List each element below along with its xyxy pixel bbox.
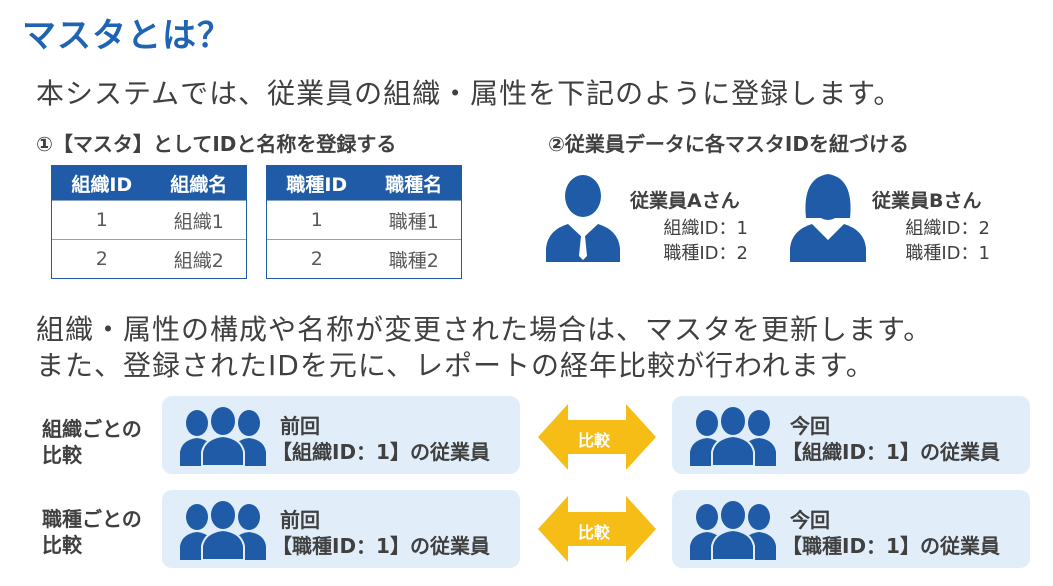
group-icon [180,406,266,466]
table-cell: 2 [267,239,367,278]
table-row: 2 組織2 [52,239,246,278]
table-row: 2 職種2 [267,239,461,278]
page-title: マスタとは？ [22,16,232,56]
current-panel: 今回 【組織ID：1】の従業員 [672,396,1030,474]
body-line: 組織・属性の構成や名称が変更された場合は、マスタを更新します。 [36,313,933,346]
panel-subtitle: 【組織ID：1】の従業員 [782,440,1000,464]
table-header-row: 組織ID 組織名 [52,166,246,201]
panel-subtitle: 【組織ID：1】の従業員 [272,440,490,464]
table-cell: 組織1 [151,200,246,240]
column-header: 職種ID [267,166,367,201]
label-line: 組織ごとの [42,417,142,441]
table-cell: 2 [52,239,152,278]
org-master-table: 組織ID 組織名 1 組織1 2 組織2 [51,165,247,279]
step1-heading: ①【マスタ】としてIDと名称を登録する [36,132,397,156]
employee-job-id: 職種ID：2 [663,243,748,264]
panel-title: 今回 [790,508,830,532]
current-panel: 今回 【職種ID：1】の従業員 [672,490,1030,568]
panel-title: 今回 [790,414,830,438]
arrow-label: 比較 [578,431,611,450]
double-arrow-icon [538,404,656,470]
body-text: 組織・属性の構成や名称が変更された場合は、マスタを更新します。 また、登録された… [36,312,932,384]
comparison-row-label: 組織ごとの 比較 [42,416,142,468]
table-header-row: 職種ID 職種名 [267,166,461,201]
employee-name: 従業員Bさん [872,190,982,212]
group-icon [180,500,266,560]
table-row: 1 職種1 [267,200,461,240]
double-arrow-icon [538,496,656,562]
intro-text: 本システムでは、従業員の組織・属性を下記のように登録します。 [36,77,903,110]
column-header: 組織ID [52,166,152,201]
group-icon [690,406,776,466]
arrow-label: 比較 [578,523,611,542]
panel-subtitle: 【職種ID：1】の従業員 [272,534,490,558]
employee-job-id: 職種ID：1 [905,243,990,264]
employee-name: 従業員Aさん [630,190,740,212]
label-line: 比較 [42,443,82,467]
label-line: 比較 [42,533,82,557]
previous-panel: 前回 【職種ID：1】の従業員 [162,490,520,568]
employee-org-id: 組織ID：2 [905,218,990,239]
previous-panel: 前回 【組織ID：1】の従業員 [162,396,520,474]
label-line: 職種ごとの [42,507,142,531]
panel-title: 前回 [280,414,320,438]
body-line: また、登録されたIDを元に、レポートの経年比較が行われます。 [36,349,875,382]
table-cell: 職種1 [366,200,461,240]
table-cell: 1 [267,200,367,240]
comparison-row-label: 職種ごとの 比較 [42,506,142,558]
employee-org-id: 組織ID：1 [663,218,748,239]
table-cell: 組織2 [151,239,246,278]
female-employee-icon [790,174,866,262]
group-icon [690,500,776,560]
step2-heading: ②従業員データに各マスタIDを紐づける [548,132,909,156]
panel-title: 前回 [280,508,320,532]
job-master-table: 職種ID 職種名 1 職種1 2 職種2 [266,165,462,279]
table-cell: 職種2 [366,239,461,278]
table-row: 1 組織1 [52,200,246,240]
column-header: 職種名 [366,166,461,201]
male-employee-icon [546,175,620,262]
table-cell: 1 [52,200,152,240]
column-header: 組織名 [151,166,246,201]
panel-subtitle: 【職種ID：1】の従業員 [782,534,1000,558]
